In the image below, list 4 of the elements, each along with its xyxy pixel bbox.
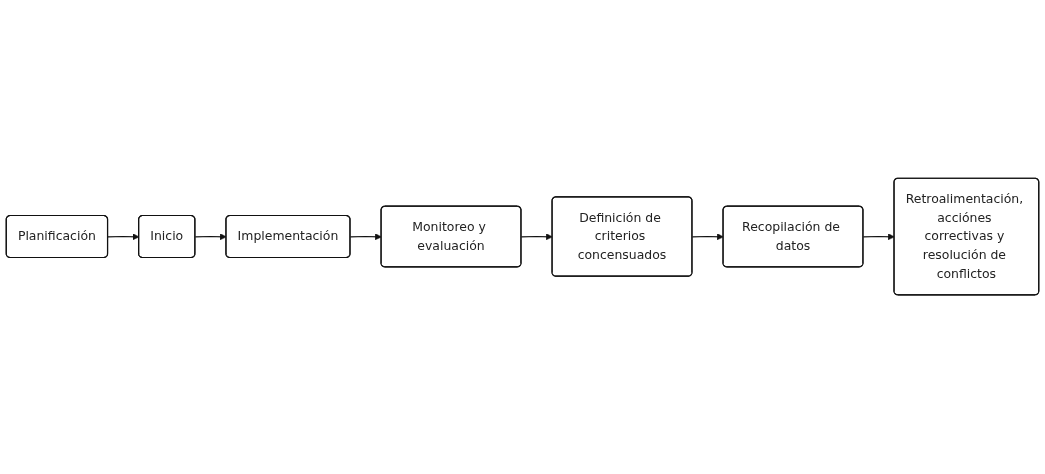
- arrow: [862, 233, 895, 241]
- arrow: [691, 233, 724, 241]
- arrow: [349, 233, 382, 241]
- arrow: [520, 233, 553, 241]
